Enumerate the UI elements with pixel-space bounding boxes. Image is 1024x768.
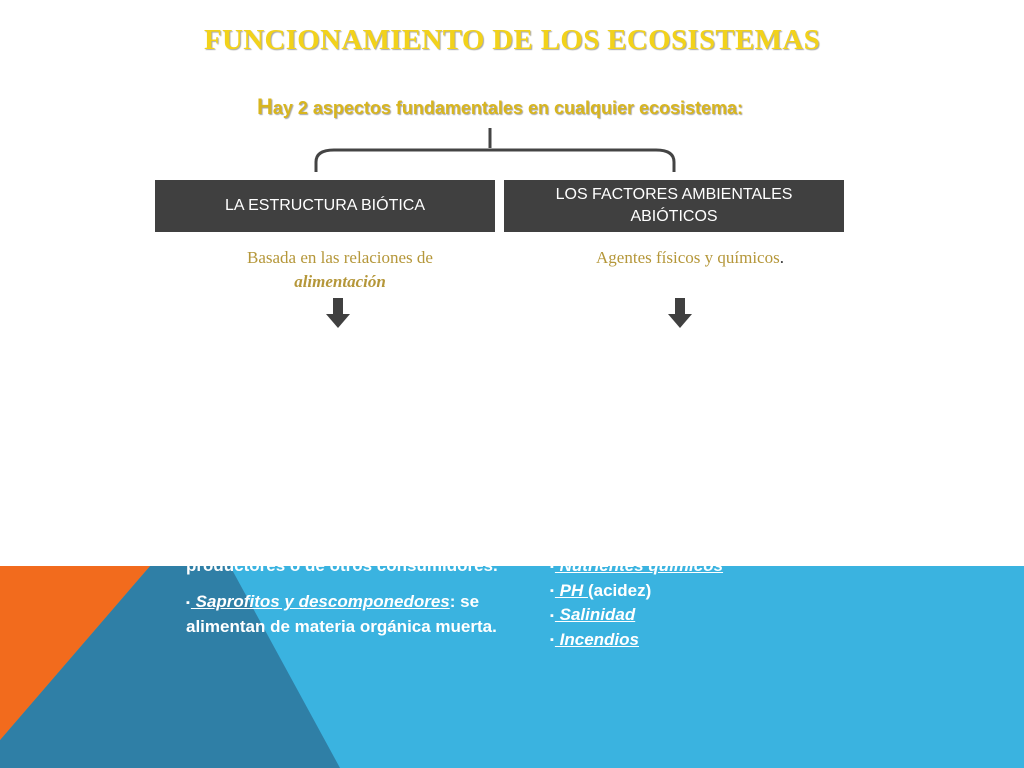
biotic-description: Basada en las relaciones de alimentación: [190, 246, 490, 294]
list-item: ▪ Incendios: [550, 628, 810, 653]
abiotic-description: Agentes físicos y químicos.: [560, 246, 820, 270]
ph-term: PH: [554, 580, 588, 600]
saprofitos-description: : se alimentan de materia orgánica muert…: [186, 592, 497, 636]
list-item: productores o de otros consumidores.: [186, 556, 498, 575]
subtitle-first-letter: H: [256, 94, 273, 119]
abiotic-list: ▪ Nutrientes químicos ▪ PH (acidez) ▪ Sa…: [550, 554, 810, 652]
bullet-icon: ▪: [550, 560, 554, 573]
saprofitos-term: Saprofitos y descomponedores: [190, 592, 450, 611]
page-subtitle: Hay 2 aspectos fundamentales en cualquie…: [0, 94, 1000, 120]
bullet-icon: ▪: [550, 609, 554, 622]
list-item: ▪ Nutrientes químicos: [550, 554, 810, 579]
down-arrow-icon: [326, 298, 350, 328]
abiotic-factors-label-line2: ABIÓTICOS: [630, 208, 718, 225]
bullet-icon: ▪: [550, 585, 554, 598]
abiotic-factors-box: LOS FACTORES AMBIENTALES ABIÓTICOS: [504, 180, 844, 232]
abiotic-description-text: Agentes físicos y químicos: [596, 248, 780, 267]
nutrientes-term: Nutrientes químicos: [554, 556, 724, 575]
biotic-structure-label: LA ESTRUCTURA BIÓTICA: [224, 197, 426, 214]
bullet-icon: ▪: [186, 596, 190, 609]
subtitle-rest: ay 2 aspectos fundamentales en cualquier…: [272, 98, 744, 118]
incendios-term: Incendios: [554, 629, 639, 649]
biotic-description-text: Basada en las relaciones de: [247, 248, 433, 267]
list-item: ▪ Saprofitos y descomponedores: se alime…: [186, 590, 516, 639]
bullet-icon: ▪: [550, 634, 554, 647]
page-title: FUNCIONAMIENTO DE LOS ECOSISTEMAS: [203, 24, 821, 56]
abiotic-factors-label-line1: LOS FACTORES AMBIENTALES: [555, 186, 793, 203]
list-item: ▪ PH (acidez): [550, 579, 810, 604]
down-arrow-icon: [668, 298, 692, 328]
content-area: [0, 0, 1024, 566]
biotic-structure-box: LA ESTRUCTURA BIÓTICA: [155, 180, 495, 232]
biotic-description-emphasis: alimentación: [294, 272, 386, 291]
bracket-connector: [314, 128, 676, 172]
abiotic-description-period: .: [779, 248, 784, 267]
salinidad-term: Salinidad: [554, 605, 636, 625]
list-item: ▪ Salinidad: [550, 603, 810, 628]
ph-description: (acidez): [587, 580, 652, 600]
biotic-list: productores o de otros consumidores. ▪ S…: [186, 554, 516, 639]
